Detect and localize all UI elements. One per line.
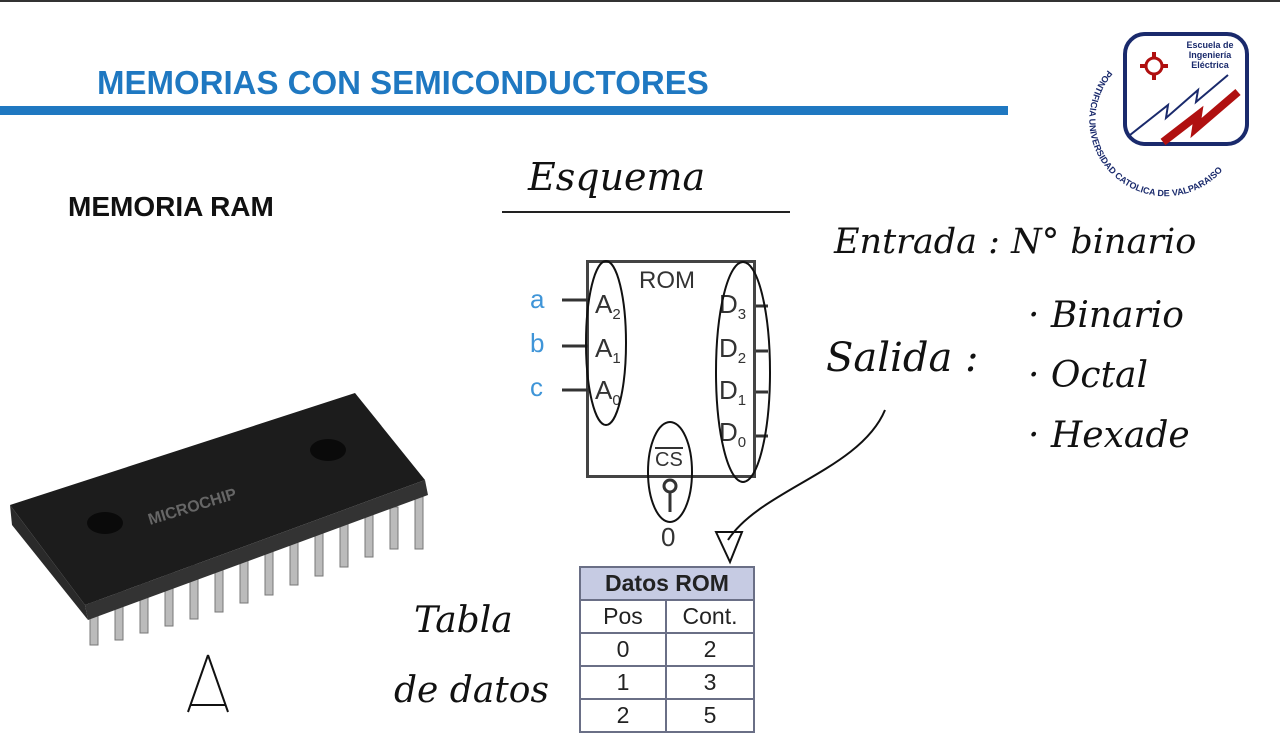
input-signal-c: c [530, 372, 543, 402]
handwritten-output: Salida : [826, 335, 979, 381]
title-rule [0, 106, 1008, 115]
address-pin: A2 [595, 289, 621, 324]
table-cell: 2 [579, 698, 667, 733]
handwritten-option: · Octal [1028, 355, 1149, 396]
handwritten-heading: Esquema [528, 155, 706, 199]
column-header: Cont. [665, 599, 755, 634]
logo-text: Ingeniería [1189, 50, 1233, 60]
rom-block: ROM A2 A1 A0 D3 D2 D1 D0 CS [586, 260, 756, 478]
data-pin: D0 [719, 417, 747, 452]
logo-text: Eléctrica [1191, 60, 1230, 70]
memory-chip-image: MICROCHIP [10, 393, 428, 646]
table-cell: 1 [579, 665, 667, 700]
top-border [0, 0, 1280, 2]
address-pin: A0 [595, 375, 621, 410]
handwritten-option: · Hexade [1028, 415, 1190, 456]
address-pin: A1 [595, 333, 621, 368]
column-header: Pos [579, 599, 667, 634]
rom-label: ROM [639, 267, 695, 294]
handwritten-input: Entrada : N° binario [834, 222, 1197, 262]
data-pin: D2 [719, 333, 747, 368]
university-logo: Escuela de Ingeniería Eléctrica PONTIFIC… [1088, 32, 1249, 198]
table-cell: 2 [665, 632, 755, 667]
table-cell: 3 [665, 665, 755, 700]
handwritten-underline [502, 211, 790, 213]
table-title: Datos ROM [579, 566, 755, 601]
handwritten-option: · Binario [1028, 295, 1184, 336]
handwritten-note: de datos [394, 670, 549, 711]
slide-title: MEMORIAS CON SEMICONDUCTORES [97, 64, 709, 101]
chip-select-label: CS [655, 447, 683, 471]
data-pin: D1 [719, 375, 747, 410]
slide-subtitle: MEMORIA RAM [68, 191, 274, 222]
chip-select-value: 0 [661, 522, 676, 552]
logo-text: Escuela de [1186, 40, 1233, 50]
table-cell: 5 [665, 698, 755, 733]
handwritten-note: Tabla [414, 600, 513, 641]
table-cell: 0 [579, 632, 667, 667]
input-signal-b: b [530, 328, 545, 358]
data-pin: D3 [719, 289, 747, 324]
input-signal-a: a [530, 284, 545, 314]
